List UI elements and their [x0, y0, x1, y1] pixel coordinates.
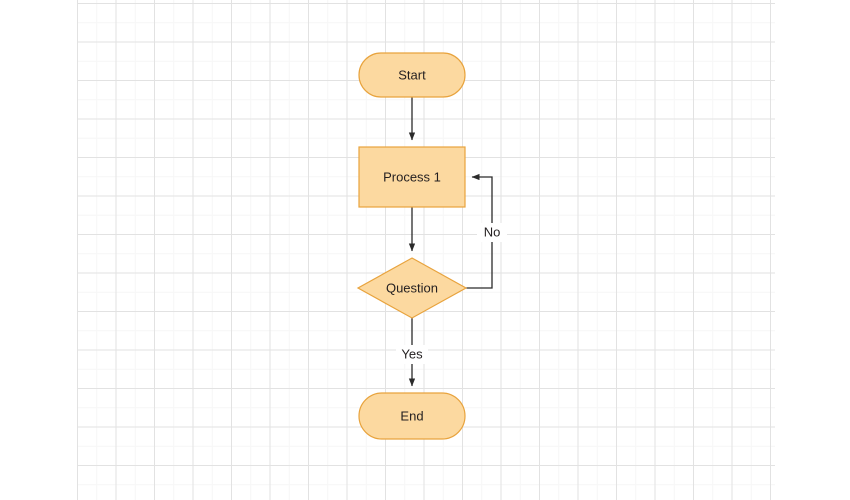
node-question-label: Question	[386, 280, 438, 295]
node-question[interactable]: Question	[356, 257, 468, 319]
node-end-label: End	[400, 408, 423, 423]
node-end-shape	[358, 392, 466, 440]
edge-label-backdrop	[477, 223, 507, 242]
edge-label-backdrop	[396, 345, 428, 364]
node-start[interactable]: Start	[358, 52, 466, 98]
node-question-shape	[356, 257, 468, 319]
node-end[interactable]: End	[358, 392, 466, 440]
node-start-shape	[358, 52, 466, 98]
edge-question-to-end[interactable]: Yes	[396, 318, 428, 387]
edge-label-no: No	[484, 224, 501, 239]
node-process1-shape	[358, 146, 466, 208]
node-start-label: Start	[398, 67, 426, 82]
edge-label-yes: Yes	[401, 346, 423, 361]
node-process1-label: Process 1	[383, 169, 441, 184]
edge-question-to-process1[interactable]: No	[466, 173, 507, 289]
edge-path-lower	[466, 241, 493, 289]
edge-path-upper	[471, 173, 493, 223]
node-process1[interactable]: Process 1	[358, 146, 466, 208]
